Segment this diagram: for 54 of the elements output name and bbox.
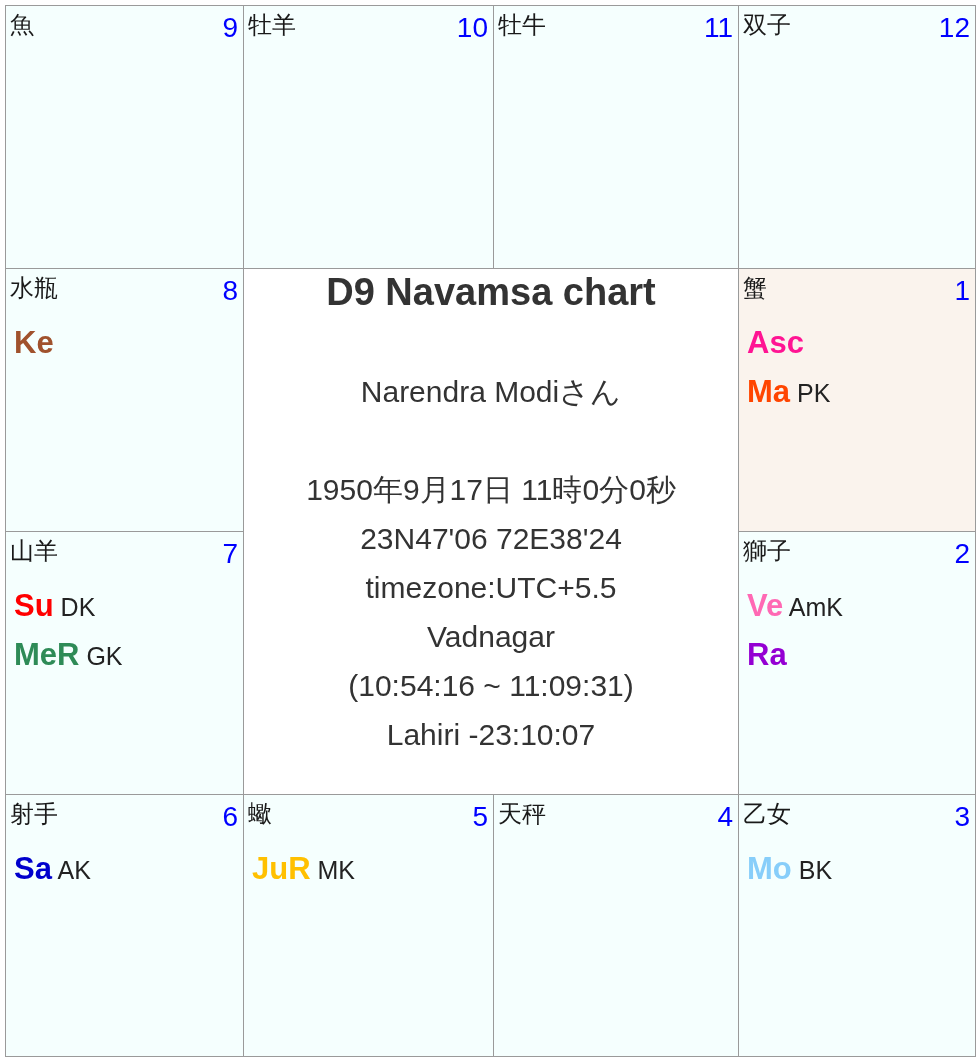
planet-entry: Asc [747, 324, 804, 362]
planet-entry: MeR GK [14, 636, 123, 674]
info-line: Vadnagar [426, 619, 556, 655]
sign-name: 蟹 [743, 273, 767, 303]
house-cell [493, 794, 739, 1057]
info-line: 1950年9月17日 11時0分0秒 [305, 472, 677, 508]
info-line: Narendra Modiさん [359, 374, 623, 410]
house-number: 6 [222, 801, 238, 833]
info-line: Lahiri -23:10:07 [385, 717, 597, 753]
info-line: (10:54:16 ~ 11:09:31) [347, 668, 635, 704]
house-cell [738, 531, 976, 795]
planet-entry: Ke [14, 324, 54, 362]
house-number: 11 [703, 12, 733, 44]
house-cell [738, 268, 976, 532]
house-number: 9 [222, 12, 238, 44]
planet-entry: Mo BK [747, 850, 833, 888]
sign-name: 牡羊 [248, 10, 296, 40]
house-cell [5, 531, 244, 795]
sign-name: 双子 [743, 10, 791, 40]
planet-entry: Ra [747, 636, 787, 674]
house-cell [5, 5, 244, 269]
house-cell [493, 5, 739, 269]
planet-entry: Ve AmK [747, 587, 843, 625]
house-cell [738, 5, 976, 269]
planet-entry: Su DK [14, 587, 96, 625]
house-number: 2 [954, 538, 970, 570]
planet-entry: Sa AK [14, 850, 91, 888]
planet-entry: JuR MK [252, 850, 356, 888]
sign-name: 天秤 [498, 799, 546, 829]
house-number: 1 [954, 275, 970, 307]
sign-name: 乙女 [743, 799, 791, 829]
sign-name: 牡牛 [498, 10, 546, 40]
sign-name: 水瓶 [10, 273, 58, 303]
house-number: 10 [456, 12, 488, 44]
house-number: 4 [717, 801, 733, 833]
house-cell [5, 268, 244, 532]
house-cell [5, 794, 244, 1057]
info-line: timezone:UTC+5.5 [364, 570, 618, 606]
sign-name: 蠍 [248, 799, 272, 829]
house-cell [243, 5, 494, 269]
sign-name: 山羊 [10, 536, 58, 566]
info-line: 23N47'06 72E38'24 [359, 521, 623, 557]
house-number: 12 [938, 12, 970, 44]
chart-title: D9 Navamsa chart [325, 270, 657, 315]
sign-name: 魚 [10, 10, 34, 40]
house-cell [738, 794, 976, 1057]
sign-name: 射手 [10, 799, 58, 829]
house-number: 3 [954, 801, 970, 833]
house-number: 7 [222, 538, 238, 570]
planet-entry: Ma PK [747, 373, 831, 411]
house-cell [243, 794, 494, 1057]
house-number: 8 [222, 275, 238, 307]
house-number: 5 [472, 801, 488, 833]
sign-name: 獅子 [743, 536, 791, 566]
